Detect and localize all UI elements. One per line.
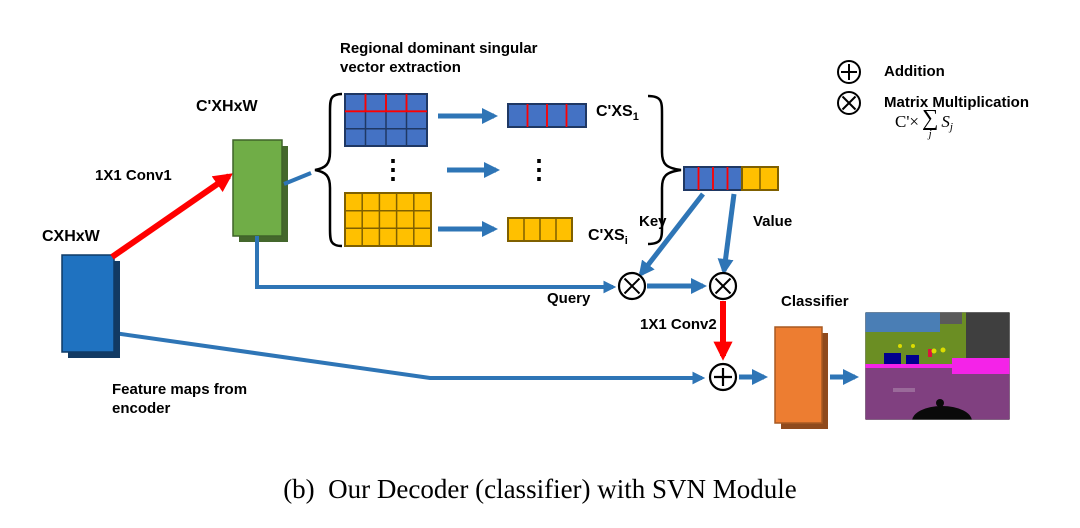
legend-matrix-multiplication-label: Matrix Multiplication <box>884 94 1030 111</box>
classifier-block <box>774 326 828 429</box>
regional-extraction-line1: Regional dominant singular <box>340 40 538 57</box>
feature-maps-line2: encoder <box>112 399 171 417</box>
query-label: Query <box>547 290 591 307</box>
orange-region-grid <box>344 192 432 247</box>
feature-maps-label: Feature maps from encoder <box>112 381 247 419</box>
conv1-arrow <box>110 173 233 260</box>
orange-singular-strip <box>507 217 573 242</box>
skip-connection-line <box>113 331 706 385</box>
conv1-label: 1X1 Conv1 <box>95 167 172 184</box>
query-line <box>255 236 617 294</box>
sum-prefix: C'× <box>895 112 919 131</box>
singular-1-subscript: 1 <box>632 111 639 123</box>
segmentation-output-image <box>865 312 1010 420</box>
extraction-arrows <box>438 107 501 238</box>
blue-region-grid <box>344 93 428 147</box>
singular-vector-i-label: C'XSi <box>588 226 628 249</box>
legend-addition-icon <box>837 60 861 84</box>
addition-node <box>708 362 738 392</box>
classifier-label: Classifier <box>781 293 849 310</box>
regional-extraction-line2: vector extraction <box>340 58 461 76</box>
sum-term: Sj <box>941 112 953 133</box>
feature-maps-line1: Feature maps from <box>112 381 248 398</box>
blue-singular-strip <box>507 103 587 128</box>
legend-addition-label: Addition <box>884 63 945 80</box>
regional-extraction-label: Regional dominant singular vector extrac… <box>340 40 538 78</box>
matmul-node-query-key <box>617 271 647 301</box>
sigma-symbol: ∑ j <box>922 105 939 140</box>
key-label: Key <box>639 213 667 230</box>
singular-i-subscript: i <box>624 235 628 247</box>
singular-i-base: C'XS <box>588 227 625 244</box>
reduced-feature-block <box>232 139 288 242</box>
matmul-node-value <box>708 271 738 301</box>
vdots-between-strips: ⋮ <box>526 154 552 184</box>
key-arrow <box>638 192 705 278</box>
right-brace <box>647 94 682 246</box>
value-arrow <box>717 193 737 275</box>
singular-1-base: C'XS <box>596 103 633 120</box>
reduced-dims-label: C'XHxW <box>196 98 258 115</box>
left-brace <box>283 92 343 248</box>
input-dims-label: CXHxW <box>42 228 100 245</box>
combined-singular-bar <box>683 166 779 191</box>
vdots-between-grids: ⋮ <box>380 154 406 184</box>
value-label: Value <box>753 213 793 230</box>
encoder-feature-block <box>61 254 120 358</box>
legend-matrix-multiplication-icon <box>837 91 861 115</box>
singular-vector-1-label: C'XS1 <box>596 102 639 125</box>
figure-caption: (b) Our Decoder (classifier) with SVN Mo… <box>283 474 797 504</box>
sum-expression-label: C'× ∑ j Sj <box>895 105 953 140</box>
conv2-label: 1X1 Conv2 <box>640 316 717 333</box>
